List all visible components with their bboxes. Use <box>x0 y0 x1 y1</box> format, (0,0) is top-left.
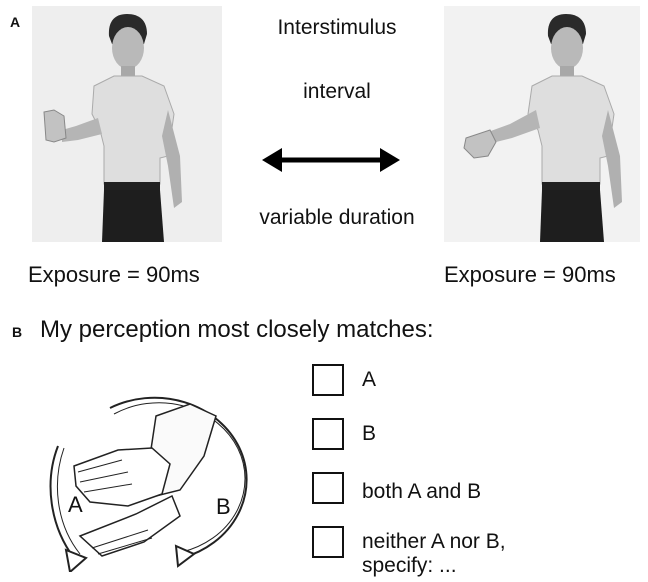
hand-label-b: B <box>216 494 231 519</box>
person-raised-palm-photo-icon <box>32 6 222 242</box>
option-neither-checkbox[interactable] <box>312 526 344 558</box>
variable-duration-label: variable duration <box>259 206 415 229</box>
option-neither-label: neither A nor B, <box>362 530 506 553</box>
option-a-checkbox[interactable] <box>312 364 344 396</box>
interstimulus-label: Interstimulus <box>277 16 397 39</box>
option-both-checkbox[interactable] <box>312 472 344 504</box>
person-lowered-hand-photo-icon <box>444 6 640 242</box>
arrow-a-head-icon <box>64 548 88 572</box>
option-b-label: B <box>362 422 377 445</box>
option-both-label: both A and B <box>362 480 482 503</box>
panel-a-label: A <box>10 14 21 30</box>
interval-label: interval <box>303 80 371 103</box>
option-a-label: A <box>362 368 377 391</box>
arrow-b-head-icon <box>174 544 196 568</box>
option-b-checkbox[interactable] <box>312 418 344 450</box>
hand-label-a: A <box>68 492 83 517</box>
left-stimulus-photo <box>32 6 222 242</box>
double-headed-arrow-icon <box>262 148 400 172</box>
question-text: My perception most closely matches: <box>40 316 434 343</box>
option-neither-specify: specify: ... <box>362 554 457 577</box>
left-exposure-label: Exposure = 90ms <box>28 262 200 287</box>
hand-rotation-illustration: A B <box>49 396 248 572</box>
right-stimulus-photo <box>444 6 640 242</box>
right-exposure-label: Exposure = 90ms <box>444 262 616 287</box>
panel-b-label: B <box>12 324 23 340</box>
